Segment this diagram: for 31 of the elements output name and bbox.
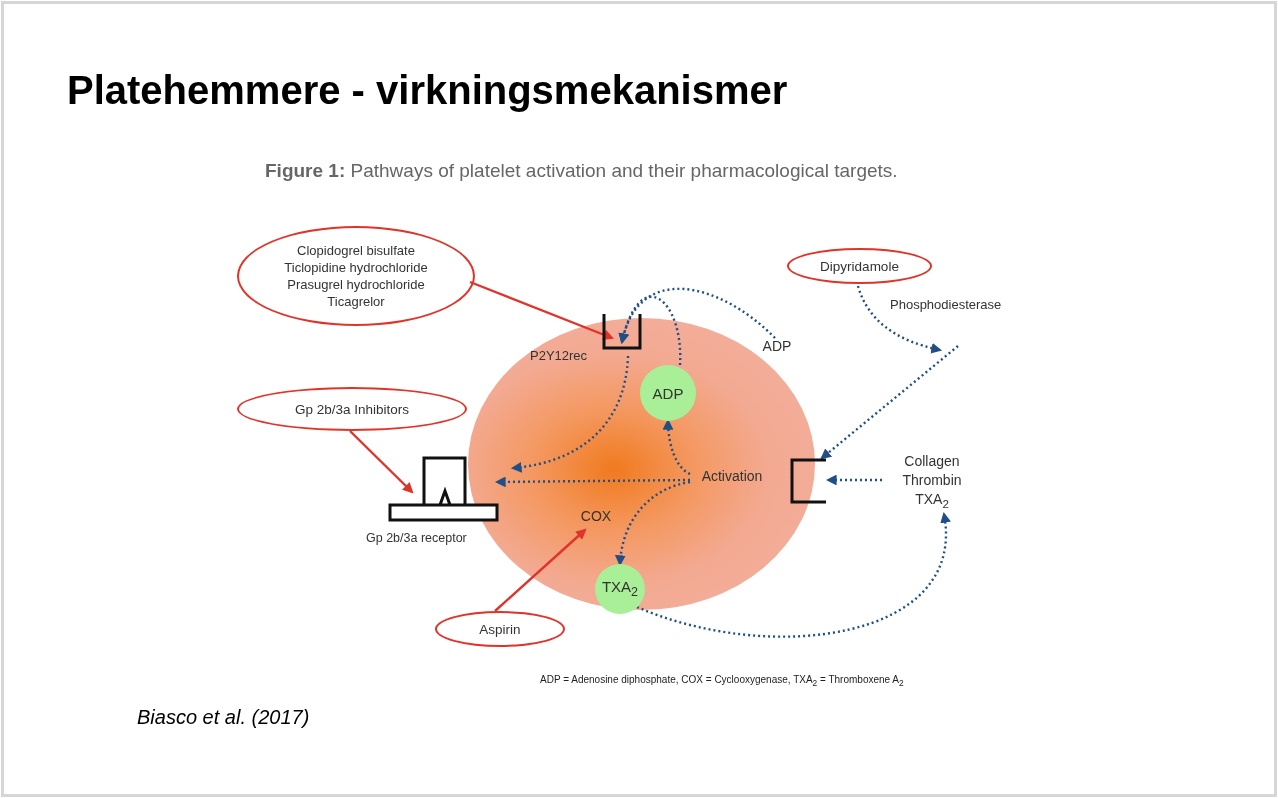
agonist-label: TXA$_{2}$ xyxy=(914,490,950,512)
agonist-label: Collagen xyxy=(903,452,961,471)
receptor-label: P2Y12rec xyxy=(530,347,588,364)
drug-ellipse: Aspirin xyxy=(435,611,565,647)
molecule-label: ADP xyxy=(757,338,797,358)
drug-ellipse: Gp 2b/3a Inhibitors xyxy=(237,387,467,431)
pathway-arrow xyxy=(662,418,691,476)
receptor-symbol xyxy=(790,458,826,504)
pathway-arrow xyxy=(615,480,691,567)
enzyme-label: Phosphodiesterase xyxy=(886,296,1034,352)
source-citation: Biasco et al. (2017) xyxy=(137,706,310,729)
abbreviation-note: ADP = Adenosine diphosphate, COX = Cyclooxygenase, TXA$_{2}$ = Thromboxene A$_{2}$ xyxy=(540,674,904,688)
process-label: Activation xyxy=(690,468,774,490)
pathway-arrow xyxy=(825,474,882,486)
pathway-arrow xyxy=(636,511,950,638)
enzyme-label: COX xyxy=(575,508,617,528)
slide-title: Platehemmere - virkningsmekanismer xyxy=(67,68,788,113)
receptor-label: Gp 2b/3a receptor xyxy=(366,530,467,547)
drug-ellipse: Clopidogrel bisulfate Ticlopidine hydrochloride Prasugrel hydrochloride Ticagrelor xyxy=(237,226,475,326)
molecule-circle: ADP xyxy=(640,365,696,421)
figure-caption: Figure 1: Pathways of platelet activation and their pharmacological targets. xyxy=(265,160,898,182)
inhibition-arrow xyxy=(469,280,614,340)
pathway-arrow xyxy=(820,345,959,460)
pathway-arrow xyxy=(619,295,682,365)
pathway-arrow xyxy=(494,476,690,488)
drug-ellipse: Dipyridamole xyxy=(787,248,932,284)
inhibition-arrow xyxy=(494,528,587,612)
agonist-label: Thrombin xyxy=(901,471,963,490)
pathway-arrow xyxy=(510,355,630,473)
inhibition-arrow xyxy=(349,430,414,494)
pathway-arrow xyxy=(856,285,943,354)
